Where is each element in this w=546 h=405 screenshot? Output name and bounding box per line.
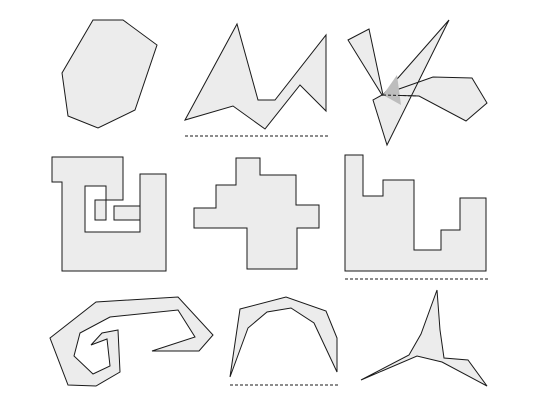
comb-polygon	[344, 154, 487, 272]
panel-convex-polygon	[61, 19, 158, 129]
arch-polygon	[229, 296, 338, 378]
panel-curled-polygon	[49, 296, 214, 387]
panel-spiral-polygon	[51, 156, 167, 272]
spiral-inner-notch	[113, 205, 141, 221]
panel-cross-polygon	[193, 157, 320, 270]
star-polygon	[360, 289, 488, 387]
curled-polygon	[49, 296, 214, 387]
dashed-edge	[382, 94, 420, 97]
zigzag-polygon	[183, 22, 327, 130]
overlap-region	[383, 75, 401, 105]
cross-polygon	[193, 157, 320, 270]
panel-star-polygon	[360, 289, 488, 387]
convex-polygon	[61, 19, 158, 129]
panel-self-overlapping-polygon	[347, 19, 488, 147]
spiral-polygon	[51, 156, 167, 272]
panel-comb-polygon	[344, 154, 488, 280]
panel-zigzag-polygon	[183, 22, 328, 137]
self-overlapping-polygon	[347, 19, 488, 147]
panel-arch-polygon	[229, 296, 338, 386]
